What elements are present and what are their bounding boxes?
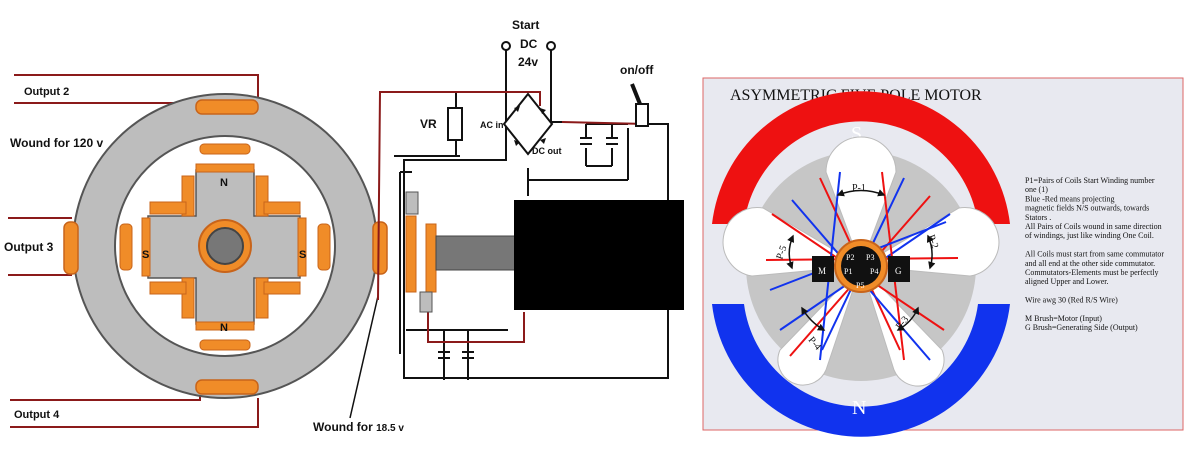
voltage-label: 24v <box>518 55 538 69</box>
note-line: and all end at the other side commutator… <box>1025 259 1155 268</box>
note-line: All Coils must start from same commutato… <box>1025 250 1164 259</box>
output-2-label: Output 2 <box>24 86 69 98</box>
note-line: G Brush=Generating Side (Output) <box>1025 323 1138 332</box>
pole-label-s-right: S <box>299 249 306 261</box>
pole-label-s-left: S <box>142 249 149 261</box>
note-line: M Brush=Motor (Input) <box>1025 314 1102 323</box>
bridge-rectifier <box>502 92 554 156</box>
motor-body <box>514 200 684 310</box>
brush-m <box>812 256 834 282</box>
five-pole-panel: ASYMMETRIC FIVE POLE MOTOR S N <box>702 77 1184 437</box>
brush-g <box>888 256 910 282</box>
commutator-p3: P3 <box>866 253 874 262</box>
wound-18-pointer <box>349 295 379 419</box>
note-line: Blue -Red means projecting <box>1025 194 1115 203</box>
start-terminal-right <box>546 41 556 51</box>
on-off-label: on/off <box>620 63 654 77</box>
note-line: Stators . <box>1025 213 1051 222</box>
dc-out-label: DC out <box>532 146 562 156</box>
commutator-p1: P1 <box>844 267 852 276</box>
on-off-switch <box>630 83 649 127</box>
wound-18-label: Wound for 18.5 v <box>313 420 404 434</box>
pole-label-n-top: N <box>220 177 228 189</box>
outer-coils <box>63 99 388 395</box>
commutator-p2: P2 <box>846 253 854 262</box>
pair-label-p1: P-1 <box>852 183 866 194</box>
note-line: Wire awg 30 (Red R/S Wire) <box>1025 296 1118 305</box>
output-4-label: Output 4 <box>14 409 60 421</box>
note-line: magnetic fields N/S outwards, towards <box>1025 204 1149 213</box>
dc-label: DC <box>520 37 538 51</box>
pair-label-p2: P-2 <box>925 233 940 250</box>
commutator-p5: P5 <box>856 281 864 290</box>
rotor-cross <box>119 143 331 351</box>
note-line: one (1) <box>1025 185 1048 194</box>
note-line: aligned Upper and Lower. <box>1025 277 1109 286</box>
generator-diagram: N N S S Output 2 Wound for 120 v Output … <box>4 74 404 434</box>
ac-in-label: AC in <box>480 120 504 130</box>
magnet-north <box>712 304 1010 437</box>
magnet-south <box>712 91 1010 224</box>
start-terminal-left <box>501 41 511 51</box>
magnet-north-label: N <box>852 397 866 419</box>
pair-arrows <box>786 189 936 331</box>
output-3-label: Output 3 <box>4 240 54 254</box>
pole-label-n-bottom: N <box>220 322 228 334</box>
notes-block: P1=Pairs of Coils Start Winding numberon… <box>1025 176 1164 332</box>
brush-g-label: G <box>895 266 902 276</box>
commutator-assembly <box>405 191 517 313</box>
magnet-south-label: S <box>851 123 862 145</box>
note-line: of windings, just like winding One Coil. <box>1025 231 1154 240</box>
brush-m-label: M <box>818 266 826 276</box>
start-label: Start <box>512 18 539 32</box>
variable-resistor <box>447 107 463 141</box>
commutator-labels: P2 P3 P1 P4 P5 <box>844 253 878 290</box>
commutator-p4: P4 <box>870 267 878 276</box>
note-line: All Pairs of Coils wound in same directi… <box>1025 222 1162 231</box>
wound-120-label: Wound for 120 v <box>10 136 103 150</box>
note-line: Commutators-Elements must be perfectly <box>1025 268 1159 277</box>
circuit-diagram: Start DC 24v AC in DC out VR on/off <box>377 18 684 380</box>
note-line: P1=Pairs of Coils Start Winding number <box>1025 176 1155 185</box>
pair-label-p5: P-5 <box>774 244 789 261</box>
vr-label: VR <box>420 117 437 131</box>
